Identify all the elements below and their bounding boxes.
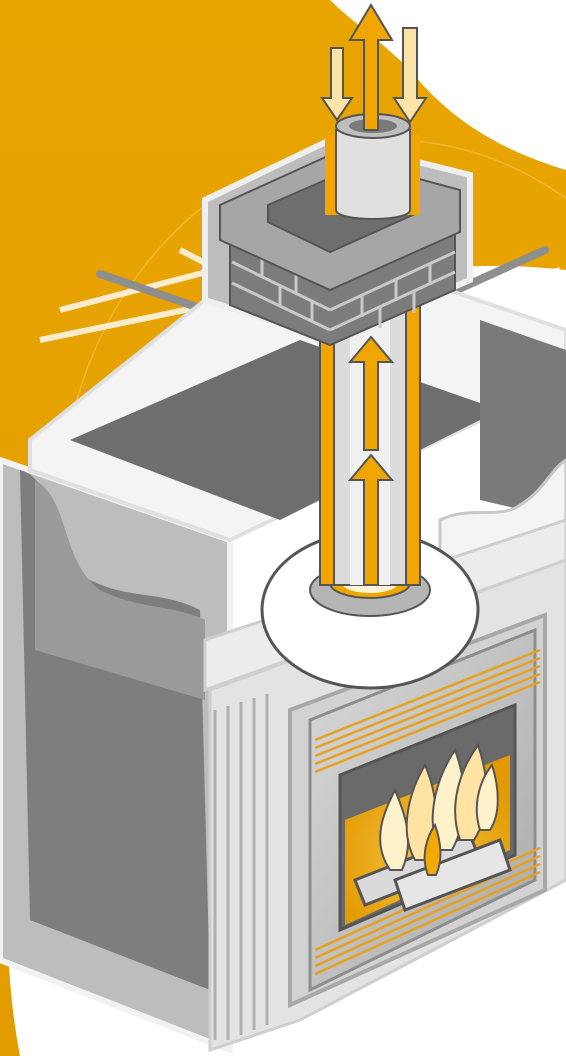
fireplace-illustration (0, 0, 566, 1056)
fireplace-diagram (0, 0, 566, 1056)
